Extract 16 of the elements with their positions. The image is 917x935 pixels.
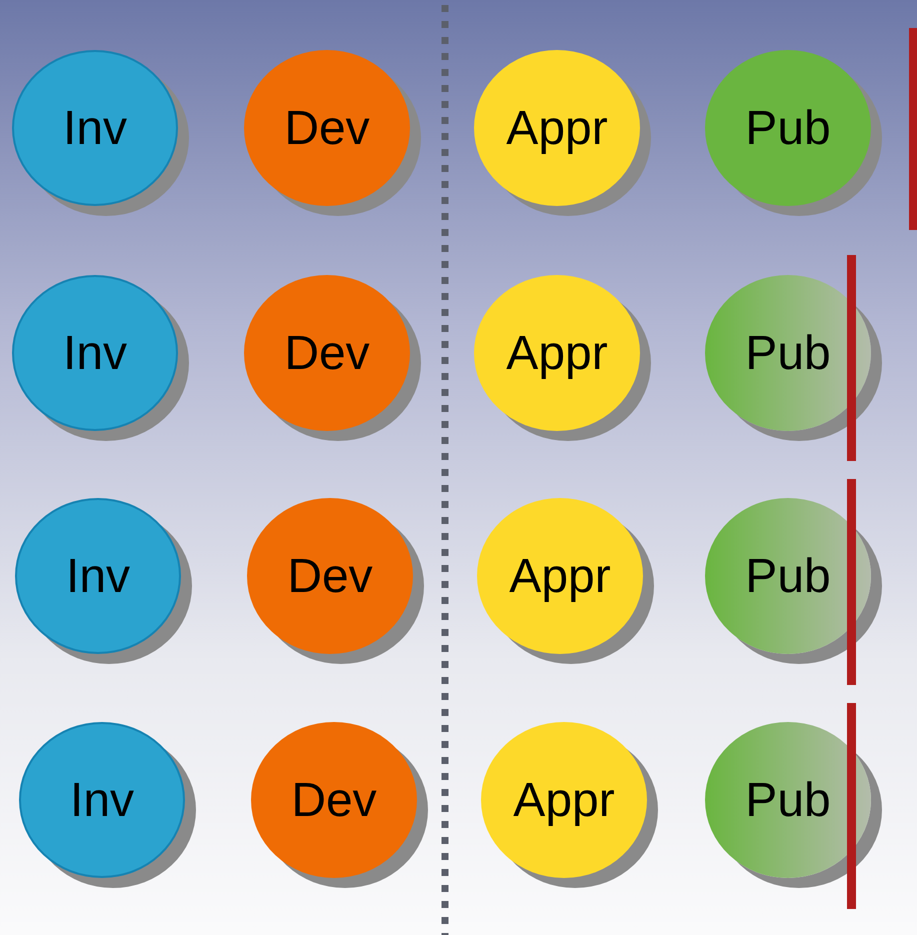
stage-label: Inv [66,548,130,604]
stage-label: Pub [745,326,831,380]
stage-label: Inv [62,100,128,156]
stage-label: Inv [62,326,128,380]
stage-label: Pub [745,100,831,156]
stage-label: Appr [513,772,615,828]
stage-label: Pub [745,772,831,828]
stage-label: Appr [506,326,608,380]
stage-label: Appr [509,548,611,604]
stage-label: Dev [291,772,377,828]
stage-label: Pub [745,548,831,604]
stage-label: Inv [70,772,134,828]
stage-label: Dev [284,326,370,380]
stage-label: Dev [284,100,370,156]
stage-label: Appr [506,100,608,156]
stage-label: Dev [287,548,373,604]
